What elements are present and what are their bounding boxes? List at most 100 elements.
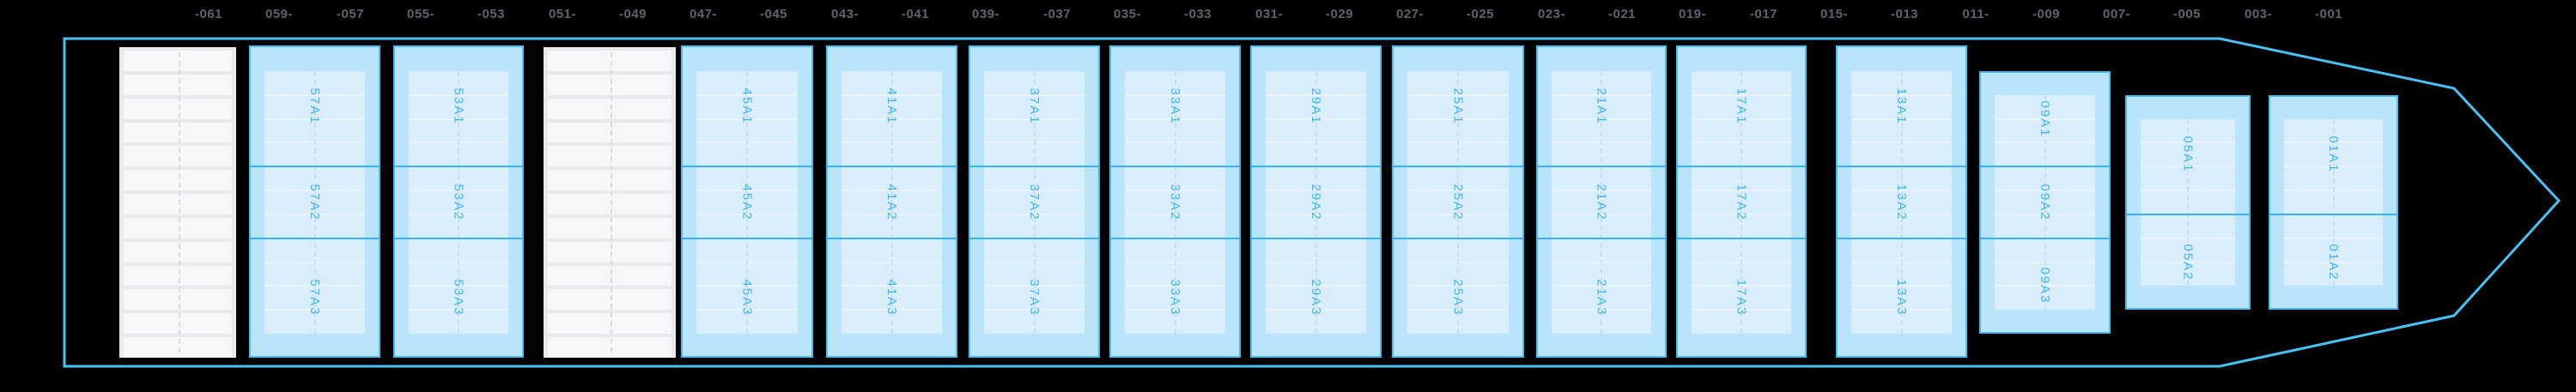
bay-53: 53A1 53A2 53A3 [393, 45, 524, 358]
bay-center-dash-line [1601, 70, 1602, 335]
tier-separator [1979, 237, 2111, 239]
axis-label-035: 035- [1113, 7, 1142, 21]
tier-cell-label-21A3[interactable]: 21A3 [1594, 279, 1609, 317]
bay-21: 21A1 21A2 21A3 [1536, 45, 1667, 358]
empty-slot [548, 217, 671, 238]
tier-cell-label-05A1[interactable]: 05A1 [2180, 136, 2196, 173]
bay-05: 05A1 05A2 [2125, 94, 2251, 311]
tier-separator [2125, 213, 2251, 215]
empty-slot [124, 265, 232, 286]
bay-45: 45A1 45A2 45A3 [681, 45, 813, 358]
tier-separator [1392, 237, 1524, 239]
tier-separator [969, 237, 1100, 239]
tier-separator [1676, 237, 1807, 239]
tier-cell-label-53A3[interactable]: 53A3 [451, 279, 466, 317]
tier-cell-label-57A3[interactable]: 57A3 [307, 279, 322, 317]
bay-slot-panel [2284, 118, 2383, 286]
stack-center-dash-line [179, 52, 180, 353]
tier-cell-label-13A2[interactable]: 13A2 [1894, 184, 1909, 221]
tier-cell-label-41A1[interactable]: 41A1 [884, 87, 899, 125]
empty-slot [124, 289, 232, 311]
tier-cell-label-29A3[interactable]: 29A3 [1309, 279, 1323, 317]
axis-label-021: -021 [1607, 7, 1637, 21]
empty-slot [548, 194, 671, 214]
axis-label-011: 011- [1962, 7, 1990, 21]
tier-cell-label-01A1[interactable]: 01A1 [2326, 136, 2341, 173]
tier-separator [1392, 166, 1524, 168]
empty-slot [548, 146, 671, 167]
tier-cell-label-33A1[interactable]: 33A1 [1168, 87, 1182, 125]
axis-label-025: -025 [1466, 7, 1495, 21]
tier-cell-label-41A3[interactable]: 41A3 [884, 279, 899, 317]
tier-cell-label-21A2[interactable]: 21A2 [1594, 184, 1609, 221]
bay-09: 09A1 09A2 09A3 [1979, 70, 2111, 335]
empty-slot [548, 313, 671, 335]
tier-separator [1536, 237, 1667, 239]
tier-cell-label-25A1[interactable]: 25A1 [1450, 87, 1466, 125]
tier-cell-label-33A2[interactable]: 33A2 [1168, 184, 1182, 221]
tier-cell-label-17A2[interactable]: 17A2 [1734, 184, 1749, 221]
tier-separator [1250, 166, 1382, 168]
empty-slot [124, 122, 232, 143]
tier-cell-label-29A1[interactable]: 29A1 [1309, 87, 1323, 125]
tier-separator [1109, 166, 1241, 168]
tier-separator [393, 166, 524, 168]
tier-separator [1836, 237, 1967, 239]
tier-cell-label-41A2[interactable]: 41A2 [884, 184, 899, 221]
tier-cell-label-57A2[interactable]: 57A2 [307, 184, 322, 221]
tier-separator [393, 237, 524, 239]
empty-slot [548, 241, 671, 262]
bay-slot-panel [984, 70, 1084, 335]
bay-slot-panel [1692, 70, 1791, 335]
empty-slot [548, 51, 671, 71]
tier-separator [1836, 166, 1967, 168]
tier-cell-label-17A3[interactable]: 17A3 [1734, 279, 1749, 317]
empty-slot [124, 146, 232, 167]
tier-cell-label-09A1[interactable]: 09A1 [2038, 100, 2052, 138]
tier-cell-label-45A2[interactable]: 45A2 [739, 184, 755, 221]
bay-57: 57A1 57A2 57A3 [249, 45, 380, 358]
bay-01: 01A1 01A2 [2269, 94, 2398, 311]
axis-label-049: -049 [618, 7, 647, 21]
tier-cell-label-09A2[interactable]: 09A2 [2038, 184, 2052, 221]
tier-cell-label-01A2[interactable]: 01A2 [2326, 244, 2341, 281]
tier-separator [1536, 166, 1667, 168]
empty-slot [548, 74, 671, 95]
bay-slot-panel [841, 70, 942, 335]
axis-label-027: 027- [1395, 7, 1425, 21]
tier-cell-label-21A1[interactable]: 21A1 [1594, 87, 1609, 125]
tier-cell-label-13A1[interactable]: 13A1 [1894, 87, 1909, 125]
axis-label-057: -057 [336, 7, 365, 21]
bay-center-dash-line [746, 70, 748, 335]
tier-cell-label-33A3[interactable]: 33A3 [1168, 279, 1182, 317]
tier-cell-label-53A2[interactable]: 53A2 [451, 184, 466, 221]
bay-13: 13A1 13A2 13A3 [1836, 45, 1967, 358]
tier-cell-label-05A2[interactable]: 05A2 [2180, 244, 2196, 281]
tier-cell-label-57A1[interactable]: 57A1 [307, 87, 322, 125]
empty-slot [548, 98, 671, 119]
tier-cell-label-09A3[interactable]: 09A3 [2038, 267, 2052, 305]
bay-33: 33A1 33A2 33A3 [1109, 45, 1241, 358]
tier-cell-label-29A2[interactable]: 29A2 [1309, 184, 1323, 221]
empty-slot [124, 217, 232, 238]
tier-cell-label-37A3[interactable]: 37A3 [1027, 279, 1042, 317]
axis-label-015: 015- [1820, 7, 1849, 21]
tier-cell-label-17A1[interactable]: 17A1 [1734, 87, 1749, 125]
tier-cell-label-45A1[interactable]: 45A1 [739, 87, 755, 125]
tier-separator [681, 237, 813, 239]
tier-cell-label-13A3[interactable]: 13A3 [1894, 279, 1909, 317]
tier-cell-label-37A1[interactable]: 37A1 [1027, 87, 1042, 125]
bay-center-dash-line [2044, 94, 2046, 311]
empty-stack-49 [544, 47, 676, 358]
empty-slot [124, 170, 232, 191]
tier-cell-label-25A2[interactable]: 25A2 [1450, 184, 1466, 221]
tier-cell-label-25A3[interactable]: 25A3 [1450, 279, 1466, 317]
tier-separator [681, 166, 813, 168]
tier-cell-label-53A1[interactable]: 53A1 [451, 87, 466, 125]
axis-label-023: 023- [1537, 7, 1566, 21]
tier-separator [2269, 213, 2398, 215]
axis-label-053: -053 [477, 7, 506, 21]
tier-cell-label-45A3[interactable]: 45A3 [739, 279, 755, 317]
tier-cell-label-37A2[interactable]: 37A2 [1027, 184, 1042, 221]
empty-slot [548, 337, 671, 358]
